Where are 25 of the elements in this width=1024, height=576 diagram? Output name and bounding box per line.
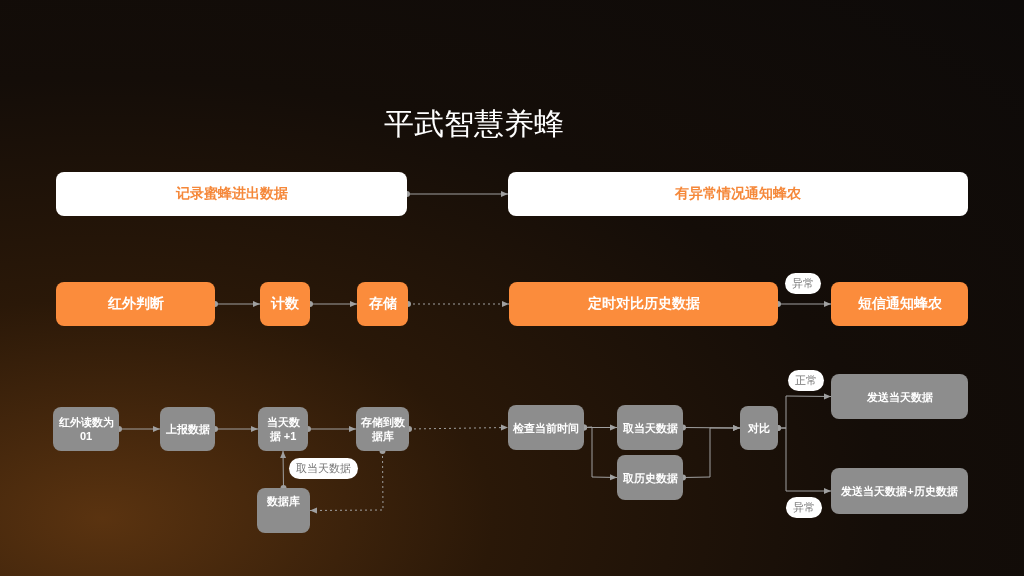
arrow	[309, 448, 386, 514]
process-box: 对比	[740, 406, 778, 450]
process-box: 有异常情况通知蜂农	[508, 172, 968, 216]
process-box: 上报数据	[160, 407, 215, 451]
process-box: 数据库	[257, 488, 310, 533]
process-box: 存储到数据库	[356, 407, 409, 451]
edge-label: 取当天数据	[289, 458, 358, 479]
process-box: 发送当天数据+历史数据	[831, 468, 968, 514]
process-box: 红外判断	[56, 282, 215, 326]
process-box: 取历史数据	[617, 455, 683, 500]
process-box: 检查当前时间	[508, 405, 584, 450]
title: 平武智慧养蜂	[384, 105, 564, 143]
process-box: 计数	[260, 282, 310, 326]
edge-label: 异常	[786, 497, 822, 518]
arrow	[280, 450, 287, 491]
process-box: 存储	[357, 282, 408, 326]
process-box: 红外读数为 01	[53, 407, 119, 451]
process-box: 发送当天数据	[831, 374, 968, 419]
process-box: 记录蜜蜂进出数据	[56, 172, 407, 216]
process-box: 取当天数据	[617, 405, 683, 450]
process-box: 当天数据 +1	[258, 407, 308, 451]
edge-label: 异常	[785, 273, 821, 294]
process-box: 定时对比历史数据	[509, 282, 778, 326]
process-box: 短信通知蜂农	[831, 282, 968, 326]
edge-label: 正常	[788, 370, 824, 391]
